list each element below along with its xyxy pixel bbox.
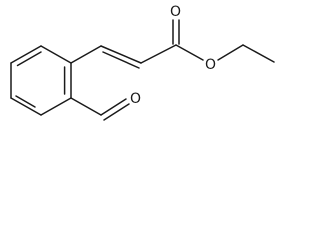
ring-bond-upper-left [10,45,42,64]
bond-ring-to-aldehyde-c [70,97,102,116]
ring-bond-top-left [40,45,72,64]
bond-ring-to-vinyl [70,45,102,64]
bond-aldehyde-double-a [100,98,127,116]
ring-bond-bottom-left [10,97,42,116]
bond-aldehyde-double-b [103,103,130,121]
ring-bond-bottom-right [40,97,72,116]
chemical-structure: O O O [10,4,275,121]
ester-ether-oxygen-label: O [205,57,216,73]
ring-double-bond-inner-bottom [15,95,36,108]
bond-vinyl-double [100,45,142,64]
bond-vinyl-to-carbonyl [140,44,177,64]
benzene-ring [10,45,72,116]
ester-carbonyl-oxygen-label: O [170,4,181,20]
bond-ether-o-to-ch2 [217,44,244,61]
ring-double-bond-inner-top [16,51,42,67]
bond-ch2-to-ch3 [242,44,275,63]
bond-vinyl-double-inner [102,51,140,69]
bond-carbonyl-to-ether-o [175,44,204,61]
acrylate-chain [70,19,275,69]
aldehyde-oxygen-label: O [130,91,141,107]
aldehyde-group [70,97,130,121]
